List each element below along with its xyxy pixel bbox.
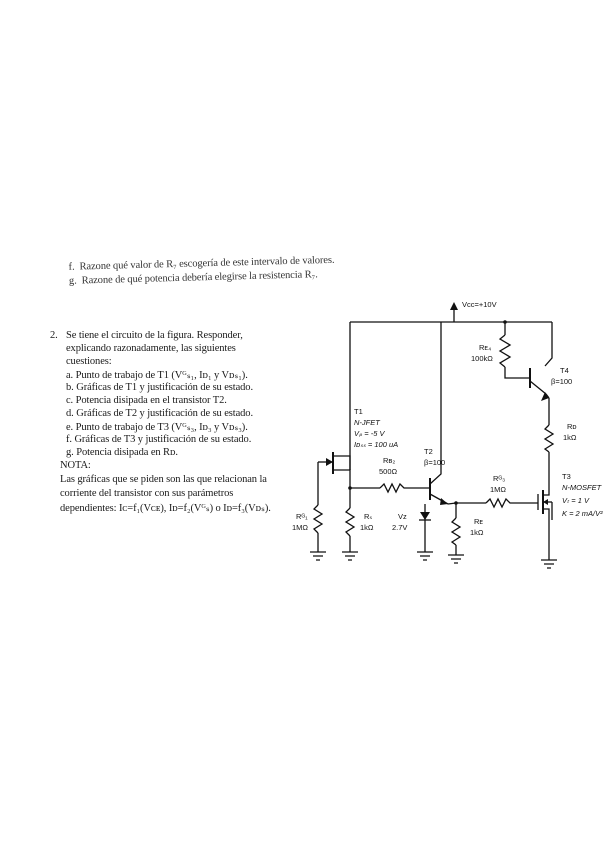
- junction-dot: [348, 486, 352, 490]
- t2-name: T2: [424, 447, 433, 456]
- ground-symbol: [342, 551, 358, 561]
- rb2-resistor: [379, 482, 410, 494]
- t4-name: T4: [560, 366, 569, 375]
- rg1-value: 1MΩ: [292, 523, 309, 532]
- vcc-arrow: [450, 302, 458, 310]
- intro-line: explicando razonadamente, las siguientes: [66, 343, 236, 354]
- rs-value: 1kΩ: [360, 523, 374, 532]
- rg3-resistor: [485, 497, 512, 509]
- intro-line: cuestiones:: [66, 356, 112, 367]
- re4-name: Rᴇ₄: [479, 343, 492, 352]
- t3-k: K = 2 mA/V²: [562, 509, 603, 518]
- rg1-resistor: [312, 504, 324, 534]
- question-item-d: d. Gráficas de T2 y justificación de su …: [66, 408, 253, 419]
- t3-type: N-MOSFET: [562, 483, 602, 492]
- t1-gate-arrow: [326, 458, 333, 466]
- question-item-f: f. Gráficas de T3 y justificación de su …: [66, 434, 252, 445]
- ground-symbol: [541, 559, 557, 569]
- rd-value: 1kΩ: [563, 433, 577, 442]
- note-line: corriente del transistor con sus parámet…: [60, 488, 234, 499]
- t2-beta: β=100: [424, 458, 446, 467]
- vz-value: 2.7V: [392, 523, 408, 532]
- question-item-e: e. Punto de trabajo de T3 (Vᴳₛ₃, Iᴅ₃ y V…: [66, 422, 248, 433]
- intro-line: Se tiene el circuito de la figura. Respo…: [66, 330, 243, 341]
- t4-beta: β=100: [551, 377, 573, 386]
- t4-emitter-arrow: [541, 392, 549, 401]
- ground-symbol: [310, 551, 326, 561]
- question-number: 2.: [50, 330, 58, 341]
- rd-name: Rᴅ: [567, 422, 577, 431]
- question-item-b: b. Gráficas de T1 y justificación de su …: [66, 382, 253, 393]
- rs-name: Rₛ: [364, 512, 373, 521]
- t3-vt: Vₜ = 1 V: [562, 496, 590, 505]
- rd-resistor: [543, 424, 555, 453]
- rg1-name: Rᴳ₁: [296, 512, 308, 521]
- zener-triangle: [420, 512, 430, 520]
- question-item-a: a. Punto de trabajo de T1 (Vᴳₛ₁, Iᴅ₁ y V…: [66, 370, 248, 381]
- re-resistor: [450, 517, 462, 546]
- ground-symbol: [417, 551, 433, 561]
- t1-idss: Iᴅₛₛ = 100 uA: [354, 440, 399, 449]
- vcc-label: Vᴄᴄ=+10V: [462, 300, 497, 309]
- rg3-name: Rᴳ₃: [493, 474, 506, 483]
- question-item-c: c. Potencia disipada en el transistor T2…: [66, 395, 227, 406]
- note-line: dependientes: Iᴄ=f₁(Vᴄᴇ), Iᴅ=f₂(Vᴳₛ) o I…: [60, 503, 271, 514]
- re-value: 1kΩ: [470, 528, 484, 537]
- junction-dot: [454, 501, 458, 505]
- rb2-name: Rʙ₂: [383, 456, 396, 465]
- vz-name: Vᴢ: [398, 512, 407, 521]
- note-title: NOTA:: [60, 460, 91, 471]
- rg3-value: 1MΩ: [490, 485, 507, 494]
- rb2-value: 500Ω: [379, 467, 398, 476]
- t2-emitter-arrow: [440, 498, 448, 505]
- t3-name: T3: [562, 472, 571, 481]
- re4-value: 100kΩ: [471, 354, 493, 363]
- t1-type: N-JFET: [354, 418, 380, 427]
- ground-symbol: [448, 554, 464, 564]
- rs-resistor: [344, 507, 356, 537]
- t1-vp: Vₚ = -5 V: [354, 429, 385, 438]
- re4-resistor: [498, 334, 512, 368]
- re-name: Rᴇ: [474, 517, 484, 526]
- question-item-g: g. Potencia disipada en Rᴅ.: [66, 447, 178, 458]
- note-line: Las gráficas que se piden son las que re…: [60, 474, 267, 485]
- t3-body-arrow: [543, 499, 548, 505]
- junction-dot: [503, 320, 507, 324]
- t1-name: T1: [354, 407, 363, 416]
